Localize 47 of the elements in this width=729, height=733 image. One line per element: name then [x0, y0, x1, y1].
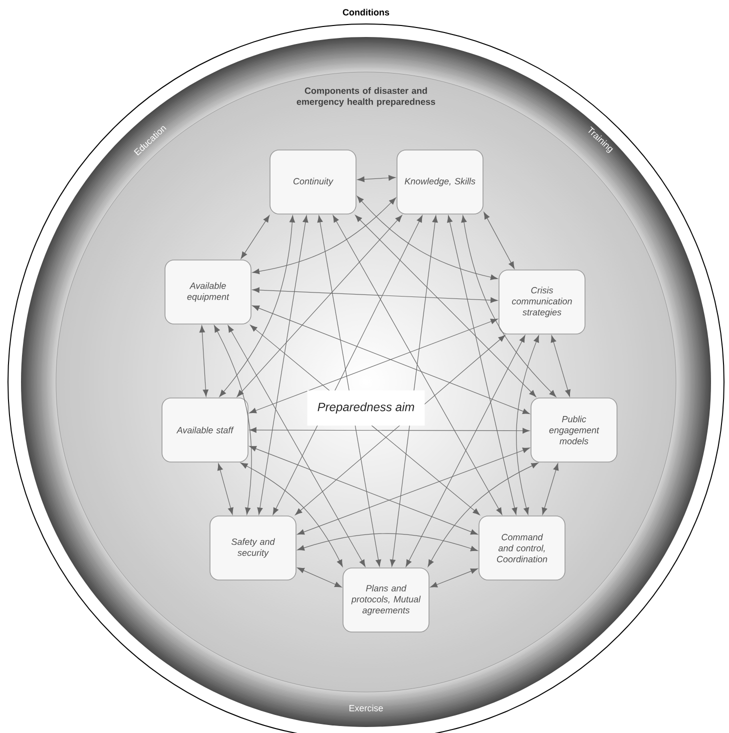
- arrow: [236, 215, 402, 397]
- arrow: [257, 215, 308, 515]
- arrow: [332, 215, 502, 515]
- arrow: [484, 212, 515, 269]
- arrow: [355, 214, 536, 398]
- circle-heading: Components of disaster and emergency health preparedness: [296, 87, 436, 107]
- arrow: [428, 462, 538, 567]
- arrow: [461, 215, 556, 398]
- arrow: [430, 568, 478, 588]
- arrow: [249, 446, 478, 535]
- arrow: [228, 325, 366, 567]
- arrow: [297, 448, 530, 535]
- center-label: Preparedness aim: [307, 390, 425, 426]
- arrow: [406, 335, 526, 567]
- ring-label: Exercise: [349, 704, 383, 712]
- component-box: Continuity: [270, 150, 356, 214]
- component-box: Crisis communication strategies: [498, 270, 586, 334]
- arrow: [217, 463, 234, 515]
- arrow: [356, 196, 498, 280]
- arrow: [240, 215, 270, 259]
- arrow: [252, 287, 498, 303]
- component-box: Knowledge, Skills: [396, 150, 484, 214]
- arrow: [516, 335, 540, 515]
- circle-title: Conditions: [342, 8, 390, 16]
- arrow: [214, 325, 252, 515]
- arrow: [252, 305, 530, 414]
- component-box: Command and control, Coordination: [478, 516, 566, 580]
- arrow: [240, 462, 343, 567]
- arrow: [550, 335, 571, 397]
- arrow: [297, 568, 342, 588]
- component-box: Public engagement models: [530, 398, 618, 462]
- arrow: [219, 215, 295, 397]
- arrow: [390, 215, 438, 567]
- arrow: [357, 175, 396, 182]
- arrow: [297, 533, 478, 552]
- arrow: [249, 427, 530, 434]
- component-box: Available equipment: [164, 260, 252, 324]
- inner-circle: [56, 72, 676, 692]
- arrow: [199, 325, 208, 397]
- arrow: [317, 215, 382, 567]
- component-box: Plans and protocols, Mutual agreements: [342, 568, 430, 632]
- arrow: [249, 318, 498, 414]
- component-box: Safety and security: [210, 516, 296, 580]
- arrow: [252, 198, 396, 274]
- arrow: [542, 463, 559, 515]
- arrow: [447, 215, 518, 515]
- component-box: Available staff: [162, 398, 248, 462]
